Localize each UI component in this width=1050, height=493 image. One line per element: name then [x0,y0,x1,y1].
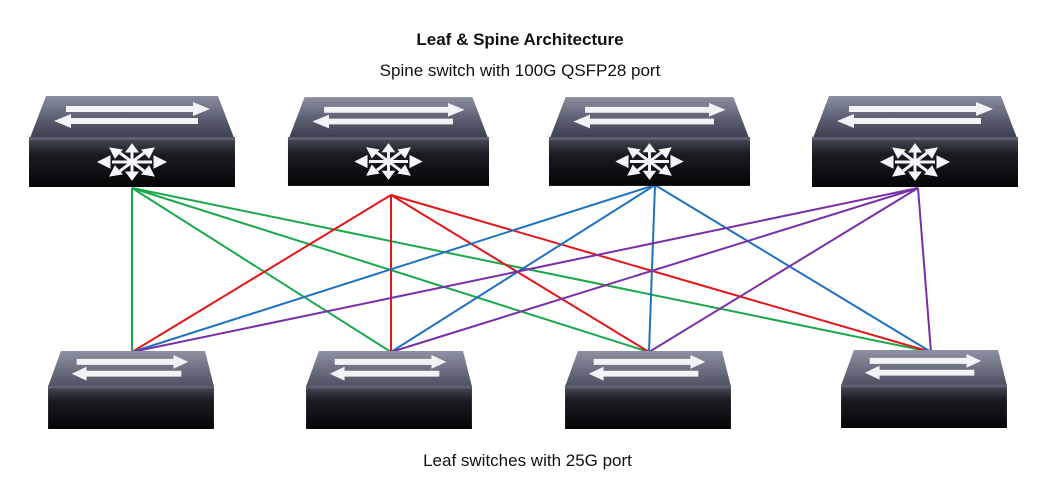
link-spine4-leaf4 [917,187,932,353]
link-spine4-leaf3 [648,187,919,353]
leaf-switch-1 [48,351,214,429]
link-spine4-leaf1 [131,187,919,353]
link-spine3-leaf2 [390,184,656,353]
link-spine3-leaf4 [654,184,932,353]
link-spine2-leaf1 [131,194,392,353]
diagram-title: Leaf & Spine Architecture [416,30,624,49]
spine-switch-3 [548,96,751,187]
link-spine1-leaf4 [131,187,932,353]
link-spine4-leaf2 [390,187,919,353]
link-spine1-leaf2 [131,187,392,353]
links [131,184,932,353]
link-spine2-leaf4 [390,194,932,353]
spine-switch-1 [28,96,236,187]
spine-switch-2 [287,96,490,187]
leaf-caption: Leaf switches with 25G port [423,451,632,470]
leaf-switch-3 [565,351,731,429]
link-spine3-leaf1 [131,184,656,353]
leaf-switch-2 [306,351,472,429]
spine-caption: Spine switch with 100G QSFP28 port [379,61,661,80]
leaf-switch-4 [841,350,1007,428]
spine-switch-4 [810,96,1020,187]
link-spine3-leaf3 [648,184,656,353]
link-spine2-leaf3 [390,194,650,353]
